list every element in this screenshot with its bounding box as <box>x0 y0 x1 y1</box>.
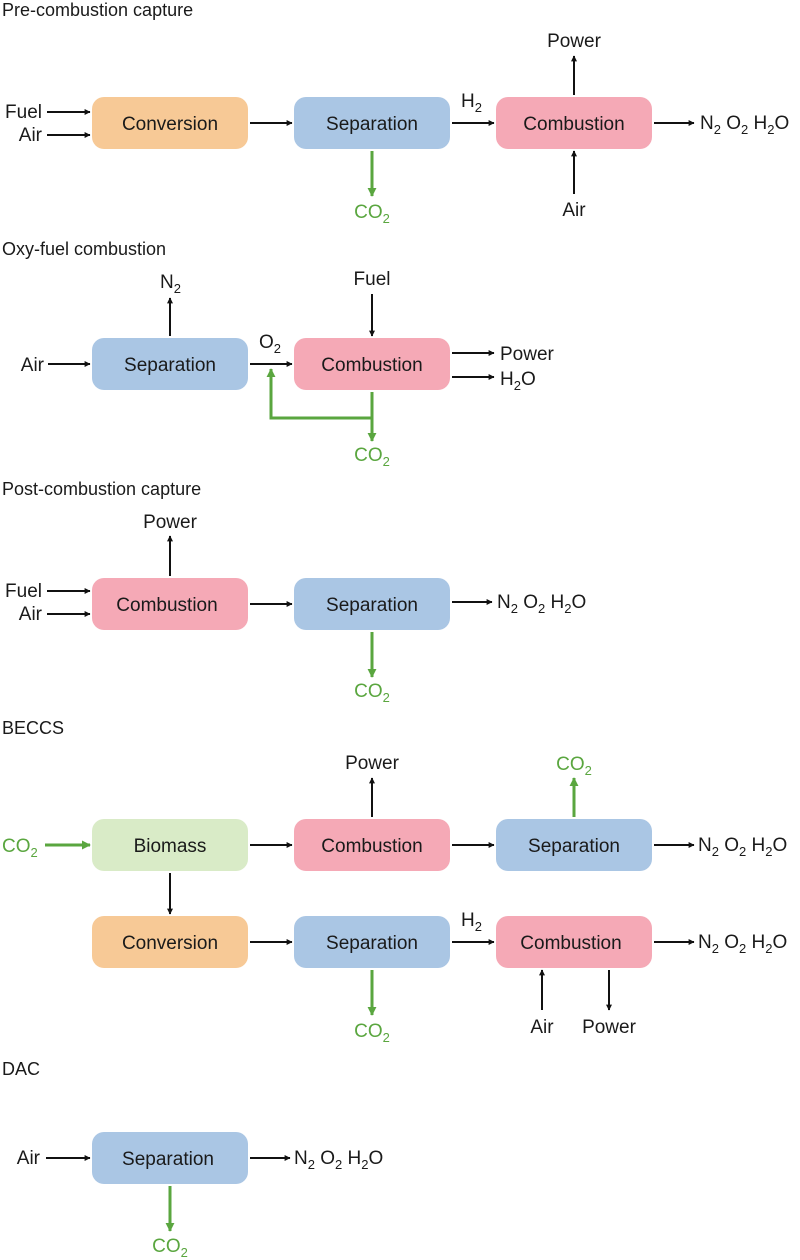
separation-top-label: Separation <box>528 836 620 857</box>
output-bottom-label: N2 O2 H2O <box>698 932 787 956</box>
fuel-input-label: Fuel <box>5 102 42 123</box>
air-label: Air <box>530 1017 554 1038</box>
co2-bottom-label: CO2 <box>354 1021 390 1045</box>
separation-box <box>92 338 248 390</box>
section-title: DAC <box>2 1059 40 1079</box>
section-title: Oxy-fuel combustion <box>2 239 166 259</box>
conversion-box <box>92 97 248 149</box>
section-beccs: BECCS Biomass Combustion Separation Conv… <box>2 718 787 1045</box>
co2-label: CO2 <box>354 445 390 469</box>
combustion-top-label: Combustion <box>321 836 422 857</box>
section-title: Post-combustion capture <box>2 479 201 499</box>
separation-box <box>294 578 450 630</box>
combustion-label: Combustion <box>116 595 217 616</box>
co2-input-label: CO2 <box>2 836 38 860</box>
combustion-box <box>496 97 652 149</box>
separation-label: Separation <box>124 355 216 376</box>
separation-top-box <box>496 819 652 871</box>
combustion-box <box>92 578 248 630</box>
separation-label: Separation <box>122 1149 214 1170</box>
power-bottom-label: Power <box>582 1017 637 1038</box>
co2-recycle-arrow <box>266 368 372 420</box>
combustion-bottom-label: Combustion <box>520 933 621 954</box>
section-title: Pre-combustion capture <box>2 0 193 20</box>
separation-bottom-label: Separation <box>326 933 418 954</box>
combustion-label: Combustion <box>523 114 624 135</box>
conversion-label: Conversion <box>122 114 218 135</box>
air-bottom-label: Air <box>562 200 586 221</box>
air-input-label: Air <box>17 1148 41 1169</box>
power-label: Power <box>143 512 198 533</box>
h2o-label: H2O <box>500 369 536 393</box>
air-input-label: Air <box>19 604 43 625</box>
h2-label: H2 <box>461 910 482 934</box>
h2-label: H2 <box>461 91 482 115</box>
co2-label: CO2 <box>152 1236 188 1260</box>
section-oxy-fuel: Oxy-fuel combustion Separation Combustio… <box>2 239 555 469</box>
separation-box <box>92 1132 248 1184</box>
n2-label: N2 <box>160 272 181 296</box>
section-post-combustion: Post-combustion capture Combustion Separ… <box>2 479 586 705</box>
section-title: BECCS <box>2 718 64 738</box>
co2-top-label: CO2 <box>556 754 592 778</box>
combustion-label: Combustion <box>321 355 422 376</box>
biomass-box <box>92 819 248 871</box>
biomass-label: Biomass <box>134 836 207 857</box>
power-label: Power <box>500 344 555 365</box>
conversion-box <box>92 916 248 968</box>
o2-label: O2 <box>259 332 281 356</box>
fuel-label: Fuel <box>354 269 391 290</box>
combustion-top-box <box>294 819 450 871</box>
co2-label: CO2 <box>354 681 390 705</box>
co2-label: CO2 <box>354 202 390 226</box>
fuel-input-label: Fuel <box>5 581 42 602</box>
air-input-label: Air <box>19 125 43 146</box>
output-label: N2 O2 H2O <box>294 1148 383 1172</box>
section-pre-combustion: Pre-combustion capture Conversion Separa… <box>2 0 789 226</box>
output-top-label: N2 O2 H2O <box>698 835 787 859</box>
combustion-bottom-box <box>496 916 652 968</box>
output-label: N2 O2 H2O <box>700 113 789 137</box>
section-dac: DAC Separation Air N2 O2 H2O CO2 <box>2 1059 383 1260</box>
power-label: Power <box>547 31 602 52</box>
air-input-label: Air <box>21 355 45 376</box>
conversion-label: Conversion <box>122 933 218 954</box>
separation-box <box>294 97 450 149</box>
power-top-label: Power <box>345 753 400 774</box>
separation-label: Separation <box>326 114 418 135</box>
separation-bottom-box <box>294 916 450 968</box>
separation-label: Separation <box>326 595 418 616</box>
combustion-box <box>294 338 450 390</box>
output-label: N2 O2 H2O <box>497 592 586 616</box>
